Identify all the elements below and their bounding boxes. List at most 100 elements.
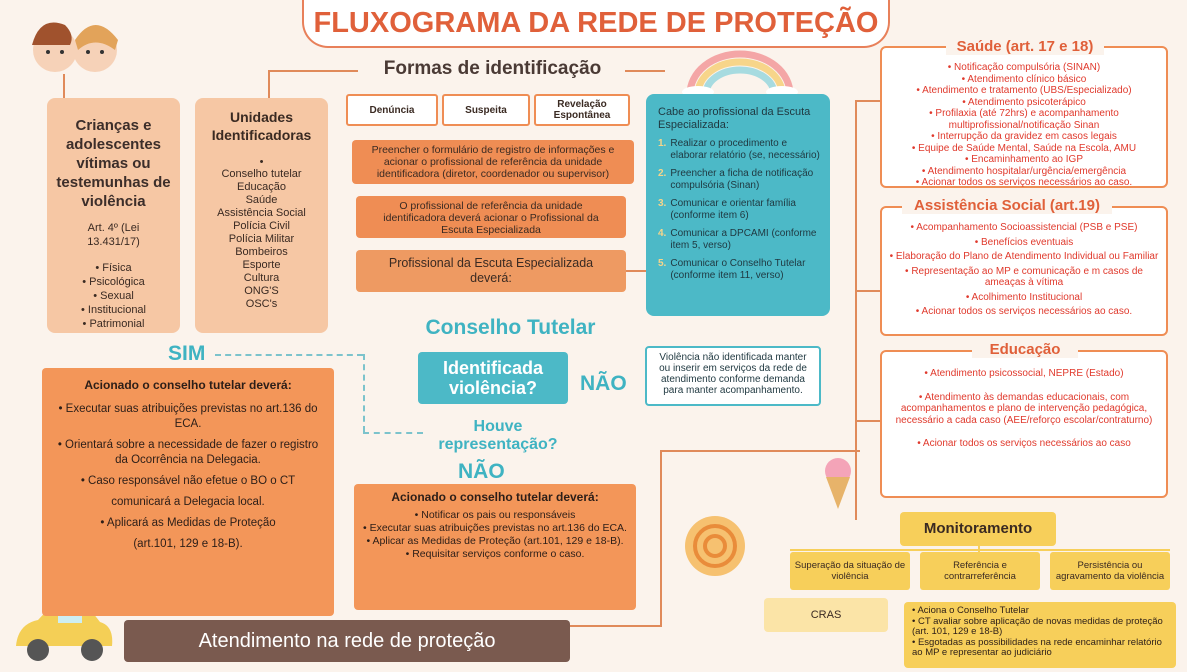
social-service: • Elaboração do Plano de Atendimento Ind… <box>889 251 1159 262</box>
health-list: • Notificação compulsória (SINAN)• Atend… <box>888 62 1160 189</box>
health-service: • Interrupção da gravidez em casos legai… <box>931 131 1117 142</box>
duty-text: Realizar o procedimento e elaborar relat… <box>670 138 820 161</box>
health-service: • Equipe de Saúde Mental, Saúde na Escol… <box>911 142 1137 154</box>
protection-network-bar: Atendimento na rede de proteção <box>124 620 570 662</box>
tutelar-actions-middle-title: Acionado o conselho tutelar deverá: <box>391 490 599 504</box>
cras-box: CRAS <box>764 598 888 632</box>
social-service: • Representação ao MP e comunicação e m … <box>905 265 1143 289</box>
tutelar-actions-middle-list: • Notificar os pais ou responsáveis• Exe… <box>362 510 628 560</box>
monitoring-action: • Aciona o Conselho Tutelar <box>912 605 1029 616</box>
units-bullet: • <box>259 156 264 168</box>
dashed-connector <box>363 354 365 432</box>
connector-line <box>790 549 1170 551</box>
tutelar-action: (art.101, 129 e 18-B). <box>133 538 243 550</box>
tutelar-action: • Requisitar serviços conforme o caso. <box>405 548 585 560</box>
monitoring-columns: Superação da situação de violência Referê… <box>790 552 1170 590</box>
monitoring-actions-list: • Aciona o Conselho Tutelar• CT avaliar … <box>912 605 1168 659</box>
identification-type: Revelação Espontânea <box>534 94 630 126</box>
victims-law: Art. 4º (Lei 13.431/17) <box>87 222 140 248</box>
connector-line <box>660 450 860 452</box>
identification-type: Suspeita <box>442 94 530 126</box>
identifying-units-title: Unidades Identificadoras <box>211 109 312 143</box>
unit-item: Assistência Social <box>217 207 306 219</box>
health-service: • Notificação compulsória (SINAN) <box>947 62 1101 73</box>
connector-line <box>855 420 880 422</box>
unit-item: Bombeiros <box>235 246 288 258</box>
step-specialist-must: Profissional da Escuta Especializada dev… <box>356 250 626 292</box>
education-service: • Atendimento psicossocial, NEPRE (Estad… <box>924 368 1124 379</box>
tutelar-action: • Orientará sobre a necessidade de fazer… <box>57 439 319 466</box>
connector-line <box>625 270 655 272</box>
tutelar-action: • Caso responsável não efetue o BO o CT <box>80 475 296 487</box>
identification-heading: Formas de identificação <box>383 58 602 79</box>
unit-item: Educação <box>237 181 286 193</box>
health-service: • Acionar todos os serviços necessários … <box>915 177 1133 188</box>
monitoring-column: Referência e contrarreferência <box>920 552 1040 590</box>
education-service: • Acionar todos os serviços necessários … <box>917 438 1131 449</box>
education-service: • Atendimento às demandas educacionais, … <box>895 391 1153 426</box>
social-assistance-title: Assistência Social (art.19) <box>902 197 1112 214</box>
specialist-duty: 4.Comunicar a DPCAMI (conforme item 5, v… <box>658 228 820 252</box>
education-list: • Atendimento psicossocial, NEPRE (Estad… <box>888 368 1160 450</box>
tutelar-actions-left-title: Acionado o conselho tutelar deverá: <box>84 378 292 392</box>
social-service: • Benefícios eventuais <box>974 236 1074 248</box>
connector-line <box>268 70 358 72</box>
dashed-connector <box>363 432 423 434</box>
duty-number: 3. <box>658 198 667 209</box>
violence-type: • Psicológica <box>82 276 145 288</box>
monitoring-column: Persistência ou agravamento da violência <box>1050 552 1170 590</box>
rainbow-illustration <box>680 48 800 98</box>
dashed-connector <box>215 354 363 356</box>
health-service: • Atendimento e tratamento (UBS/Especial… <box>916 85 1132 96</box>
violence-type: • Física <box>95 262 132 274</box>
connector-line <box>855 290 880 292</box>
tutelar-actions-left-list: • Executar suas atribuições previstas no… <box>52 402 324 552</box>
identification-type: Denúncia <box>346 94 438 126</box>
tutelar-action: • Executar suas atribuições previstas no… <box>58 403 318 430</box>
specialist-duties-box: Cabe ao profissional da Escuta Especiali… <box>646 94 830 316</box>
connector-line <box>570 625 662 627</box>
tutelar-actions-middle: Acionado o conselho tutelar deverá: • No… <box>354 484 636 610</box>
step-register-form: Preencher o formulário de registro de in… <box>352 140 634 184</box>
connector-line <box>268 70 270 100</box>
children-illustration <box>20 10 130 90</box>
social-service: • Acionar todos os serviços necessários … <box>915 306 1133 317</box>
connector-line <box>855 100 880 102</box>
representation-question: Houve representação? <box>438 418 558 453</box>
monitoring-title: Monitoramento <box>900 512 1056 546</box>
violence-type: • Sexual <box>93 290 134 302</box>
violence-type: • Patrimonial <box>82 318 145 330</box>
identified-violence-decision: Identificada violência? <box>418 352 568 404</box>
unit-item: OSC's <box>245 298 278 310</box>
health-service: • Encaminhamento ao IGP <box>964 154 1083 165</box>
lollipop-illustration <box>675 510 755 590</box>
social-service: • Acolhimento Institucional <box>965 291 1083 303</box>
monitoring-action: • CT avaliar sobre aplicação de novas me… <box>912 615 1163 637</box>
education-title: Educação <box>972 341 1078 358</box>
nao-label: NÃO <box>580 372 627 395</box>
specialist-duty: 2.Preencher a ficha de notificação compu… <box>658 168 820 192</box>
identifying-units-box: Unidades Identificadoras • Conselho tute… <box>195 98 328 333</box>
unit-item: Esporte <box>242 259 281 271</box>
victims-title: Crianças e adolescentes vítimas ou teste… <box>56 117 171 210</box>
health-box: Saúde (art. 17 e 18) • Notificação compu… <box>880 38 1168 189</box>
sim-label: SIM <box>168 342 206 365</box>
health-service: • Atendimento psicoterápico <box>962 96 1086 108</box>
duty-text: Comunicar e orientar família (conforme i… <box>670 198 796 221</box>
health-service: • Atendimento hospitalar/urgência/emergê… <box>921 165 1127 177</box>
unit-item: ONG'S <box>244 285 279 297</box>
duty-text: Preencher a ficha de notificação compuls… <box>670 168 814 191</box>
health-title: Saúde (art. 17 e 18) <box>946 38 1104 55</box>
monitoring-column: Superação da situação de violência <box>790 552 910 590</box>
tutelar-action: comunicará a Delegacia local. <box>111 496 265 508</box>
page-title: FLUXOGRAMA DA REDE DE PROTEÇÃO <box>302 0 890 48</box>
conselho-tutelar-label: Conselho Tutelar <box>425 316 596 339</box>
nao-label-2: NÃO <box>458 460 505 483</box>
unit-item: Polícia Civil <box>233 220 290 232</box>
connector-line <box>625 70 665 72</box>
duty-text: Comunicar a DPCAMI (conforme item 5, ver… <box>670 228 817 251</box>
health-service: • Atendimento clínico básico <box>961 73 1087 85</box>
connector-line <box>63 74 65 100</box>
